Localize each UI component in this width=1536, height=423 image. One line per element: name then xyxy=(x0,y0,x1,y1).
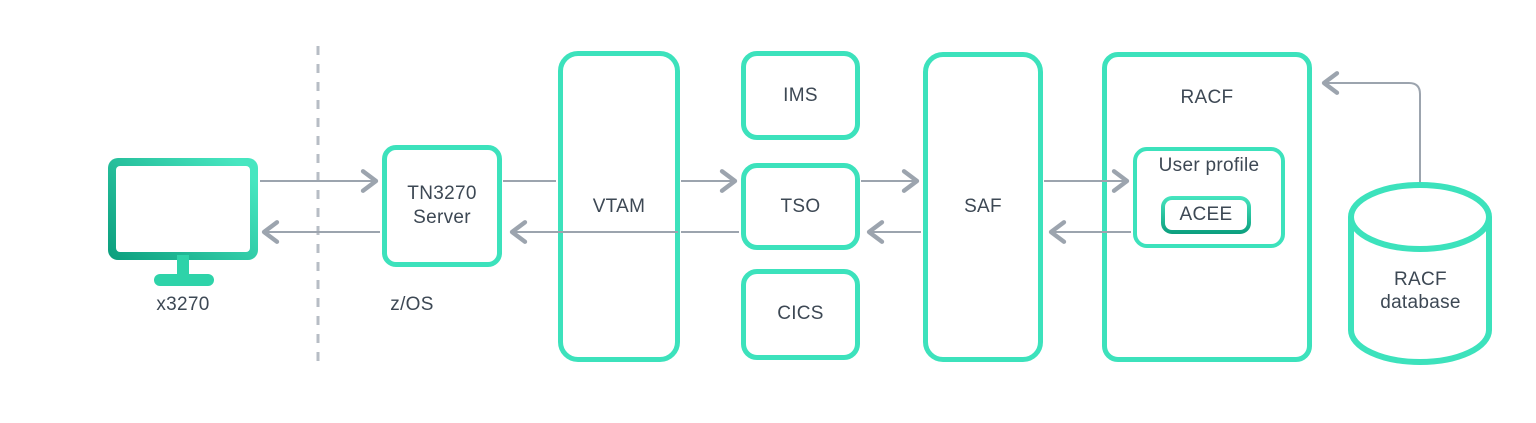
node-user-profile-label: User profile xyxy=(1158,155,1260,176)
node-tso-label: TSO xyxy=(780,196,821,217)
client-label: x3270 xyxy=(156,294,210,315)
node-acee xyxy=(1161,196,1251,234)
monitor-icon xyxy=(108,158,258,260)
node-tso xyxy=(741,163,860,250)
node-tn3270-server xyxy=(382,145,502,267)
node-vtam-label: VTAM xyxy=(592,196,646,217)
node-acee-inner xyxy=(1165,200,1247,230)
monitor-stand-base xyxy=(154,274,214,286)
node-ims-label: IMS xyxy=(783,85,818,106)
node-vtam xyxy=(558,51,680,362)
node-ims xyxy=(741,51,860,140)
node-tn3270-label: TN3270 Server xyxy=(407,183,477,228)
arrow-database-to-racf xyxy=(1321,71,1421,186)
monitor-screen-glass xyxy=(116,166,250,252)
node-acee-label: ACEE xyxy=(1179,204,1233,225)
monitor-stand-neck xyxy=(177,255,189,278)
node-saf xyxy=(923,52,1043,362)
node-saf-label: SAF xyxy=(964,196,1002,217)
zone-label-zos: z/OS xyxy=(390,294,434,315)
database-label: RACF database xyxy=(1380,269,1461,313)
node-racf-label: RACF xyxy=(1180,87,1234,108)
node-cics xyxy=(741,269,860,360)
node-cics-label: CICS xyxy=(777,303,824,324)
